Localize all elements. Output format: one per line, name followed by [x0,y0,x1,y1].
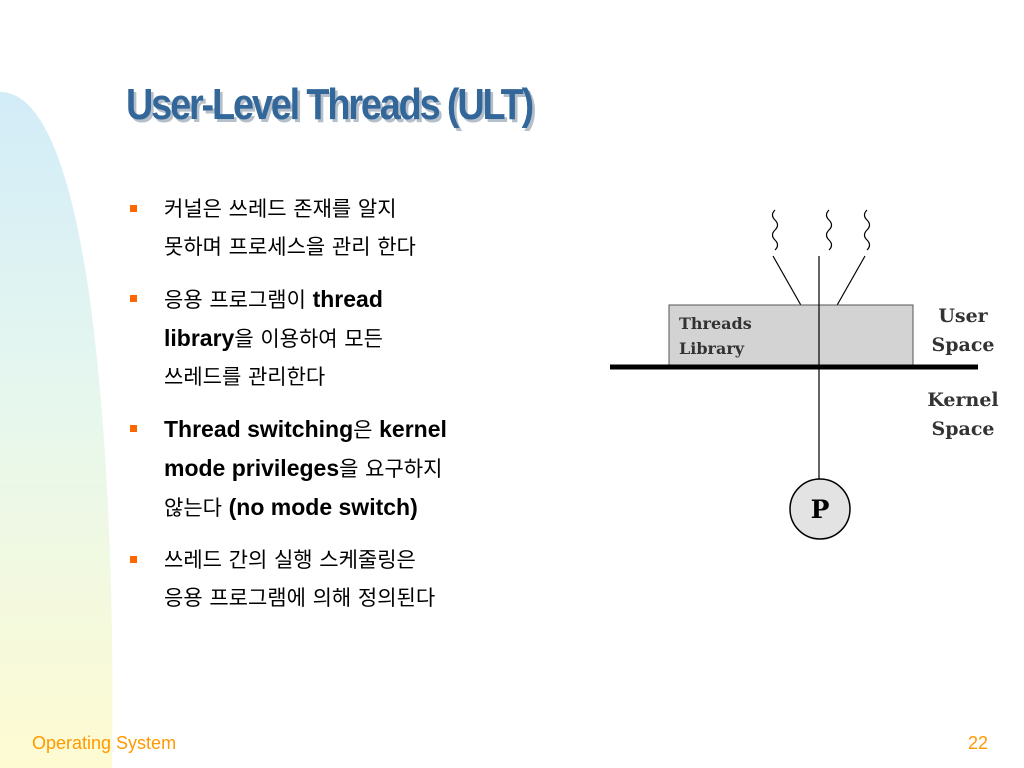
bullet-text-bold: (no mode switch) [228,494,418,520]
bullet-text: 응용 프로그램이 [164,288,313,312]
background-gradient-band [0,92,113,768]
bullet-line: Thread switching은 kernel [164,410,590,449]
thread-squiggle-3 [863,209,871,251]
bullet-text: 응용 프로그램에 의해 정의된다 [164,586,436,610]
bullet-line: 쓰레드를 관리한다 [164,358,590,396]
bullet-text-bold: library [164,325,235,351]
footer-page-number: 22 [967,733,988,753]
kernel-space-label-1: Kernel [927,389,998,411]
bullet-line: 응용 프로그램에 의해 정의된다 [164,579,590,617]
bullet-text: 커널은 쓰레드 존재를 알지 [164,197,397,221]
bullet-text-bold: kernel [379,416,447,442]
process-label: P [811,495,830,524]
bullet-text: 은 [353,418,380,442]
bullet-line: 않는다 (no mode switch) [164,488,590,527]
user-space-label-2: Space [932,334,995,356]
ult-diagram: Threads Library User Space Kernel Space … [610,209,999,540]
bullet-marker-icon [130,556,137,563]
threads-library-box [668,304,914,366]
bullet-line: library을 이용하여 모든 [164,319,590,358]
thread-squiggle-2 [825,209,833,251]
footer-course-name: Operating System [32,733,177,753]
threads-library-label-2: Library [679,339,745,358]
bullet-marker-icon [130,425,137,432]
bullet-text-bold: mode privileges [164,455,340,481]
bullet-line: 커널은 쓰레드 존재를 알지 [164,190,590,228]
bullet-marker-icon [130,295,137,302]
threads-library-label-1: Threads [679,314,752,333]
bullet-marker-icon [130,205,137,212]
bullet-line: 쓰레드 간의 실행 스케줄링은 [164,541,590,579]
bullet-text: 않는다 [164,496,229,520]
bullet-line: 못하며 프로세스을 관리 한다 [164,228,590,266]
kernel-space-label-2: Space [932,418,995,440]
bullet-text: 을 이용하여 모든 [234,327,383,351]
bullet-text: 쓰레드 간의 실행 스케줄링은 [164,548,416,572]
bullet-text-bold: Thread switching [164,416,354,442]
bullet-text-bold: thread [312,286,383,312]
slide-title: User-Level Threads (ULT) [126,80,534,129]
bullet-line: mode privileges을 요구하지 [164,449,590,488]
bullet-text: 쓰레드를 관리한다 [164,365,326,389]
bullet-text: 을 요구하지 [339,457,443,481]
user-space-label-1: User [938,305,988,327]
bullet-text: 못하며 프로세스을 관리 한다 [164,235,416,259]
thread-squiggle-1 [771,209,779,251]
process-circle [789,478,851,540]
bullet-line: 응용 프로그램이 thread [164,280,590,319]
